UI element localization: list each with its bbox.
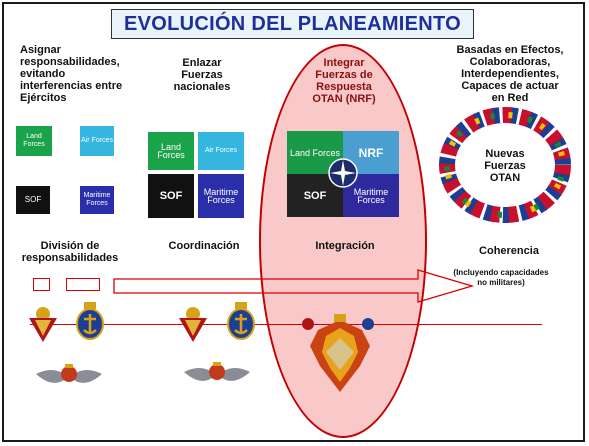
col4-note-line: (Incluyendo capacidades bbox=[453, 268, 549, 277]
col4-note: (Incluyendo capacidades no militares) bbox=[444, 268, 558, 288]
joint-forces-emblem-icon bbox=[302, 314, 374, 392]
col4-header-line: Capaces de actuar bbox=[461, 80, 559, 92]
nato-star-icon bbox=[328, 158, 358, 188]
evolution-arrow bbox=[113, 269, 475, 303]
col3-header: Integrar Fuerzas de Respuesta OTAN (NRF) bbox=[282, 57, 406, 105]
col4-header-line: Interdependientes, bbox=[461, 68, 559, 80]
air-force-emblem-icon bbox=[184, 362, 250, 381]
slide-title: EVOLUCIÓN DEL PLANEAMIENTO bbox=[123, 13, 462, 35]
ring-label-line: OTAN bbox=[489, 172, 521, 184]
col1-header-line: responsabilidades, bbox=[20, 56, 120, 68]
sof-tile: SOF bbox=[148, 174, 194, 218]
col2-header-line: nacionales bbox=[173, 81, 231, 93]
air-forces-tile: Air Forces bbox=[80, 126, 114, 156]
col3-header-line: Respuesta bbox=[316, 81, 372, 93]
col1-header-line: Ejércitos bbox=[20, 92, 67, 104]
air-force-emblem-icon bbox=[36, 364, 102, 383]
maritime-forces-tile: Maritime Forces bbox=[80, 186, 114, 214]
col4-footer-line: Coherencia bbox=[479, 245, 539, 257]
col3-header-line: Fuerzas de bbox=[315, 69, 373, 81]
maritime-forces-tile: Maritime Forces bbox=[198, 174, 244, 218]
col2-header: Enlazar Fuerzas nacionales bbox=[160, 57, 244, 93]
segment-box bbox=[33, 278, 50, 291]
col2-footer-line: Coordinación bbox=[168, 240, 240, 252]
ring-label-line: Nuevas bbox=[485, 148, 525, 160]
ring-label: Nuevas Fuerzas OTAN bbox=[473, 148, 537, 184]
col3-header-line: Integrar bbox=[323, 57, 365, 69]
nato-flags-ring-icon bbox=[439, 107, 571, 223]
col1-header-line: interferencias entre bbox=[20, 80, 123, 92]
col2-header-line: Fuerzas bbox=[181, 69, 223, 81]
sof-tile: SOF bbox=[16, 186, 50, 214]
col4-header-line: en Red bbox=[491, 92, 529, 104]
navy-emblem-icon bbox=[76, 302, 104, 340]
col3-header-line: OTAN (NRF) bbox=[312, 93, 376, 105]
air-forces-tile: Air Forces bbox=[198, 132, 244, 170]
integration-puzzle: Land Forces NRF SOF Maritime Forces bbox=[287, 131, 399, 217]
col1-header-line: evitando bbox=[20, 68, 66, 80]
col4-footer: Coherencia bbox=[462, 245, 556, 257]
col4-header-line: Colaboradoras, bbox=[469, 56, 551, 68]
title-banner: EVOLUCIÓN DEL PLANEAMIENTO bbox=[111, 9, 474, 39]
ring-label-line: Fuerzas bbox=[484, 160, 526, 172]
col4-header: Basadas en Efectos, Colaboradoras, Inter… bbox=[436, 44, 584, 104]
col1-footer-line: División de bbox=[40, 240, 100, 252]
col2-header-line: Enlazar bbox=[182, 57, 222, 69]
army-emblem-icon bbox=[179, 307, 207, 342]
col1-footer-line: responsabilidades bbox=[21, 252, 119, 264]
col3-footer-line: Integración bbox=[315, 240, 375, 252]
col1-header-line: Asignar bbox=[20, 44, 61, 56]
land-forces-tile: Land Forces bbox=[16, 126, 52, 156]
col3-footer: Integración bbox=[300, 240, 390, 252]
slide-frame bbox=[2, 2, 585, 442]
col4-header-line: Basadas en Efectos, bbox=[456, 44, 564, 56]
coordination-puzzle: Land Forces Air Forces SOF Maritime Forc… bbox=[148, 132, 244, 218]
navy-emblem-icon bbox=[227, 302, 255, 340]
col1-footer: División de responsabilidades bbox=[14, 240, 126, 264]
army-emblem-icon bbox=[29, 307, 57, 342]
col4-note-line: no militares) bbox=[477, 278, 525, 287]
col2-footer: Coordinación bbox=[156, 240, 252, 252]
land-forces-tile: Land Forces bbox=[148, 132, 194, 170]
col1-header: Asignar responsabilidades, evitando inte… bbox=[20, 44, 122, 104]
baseline-line bbox=[30, 324, 542, 325]
segment-box bbox=[66, 278, 100, 291]
